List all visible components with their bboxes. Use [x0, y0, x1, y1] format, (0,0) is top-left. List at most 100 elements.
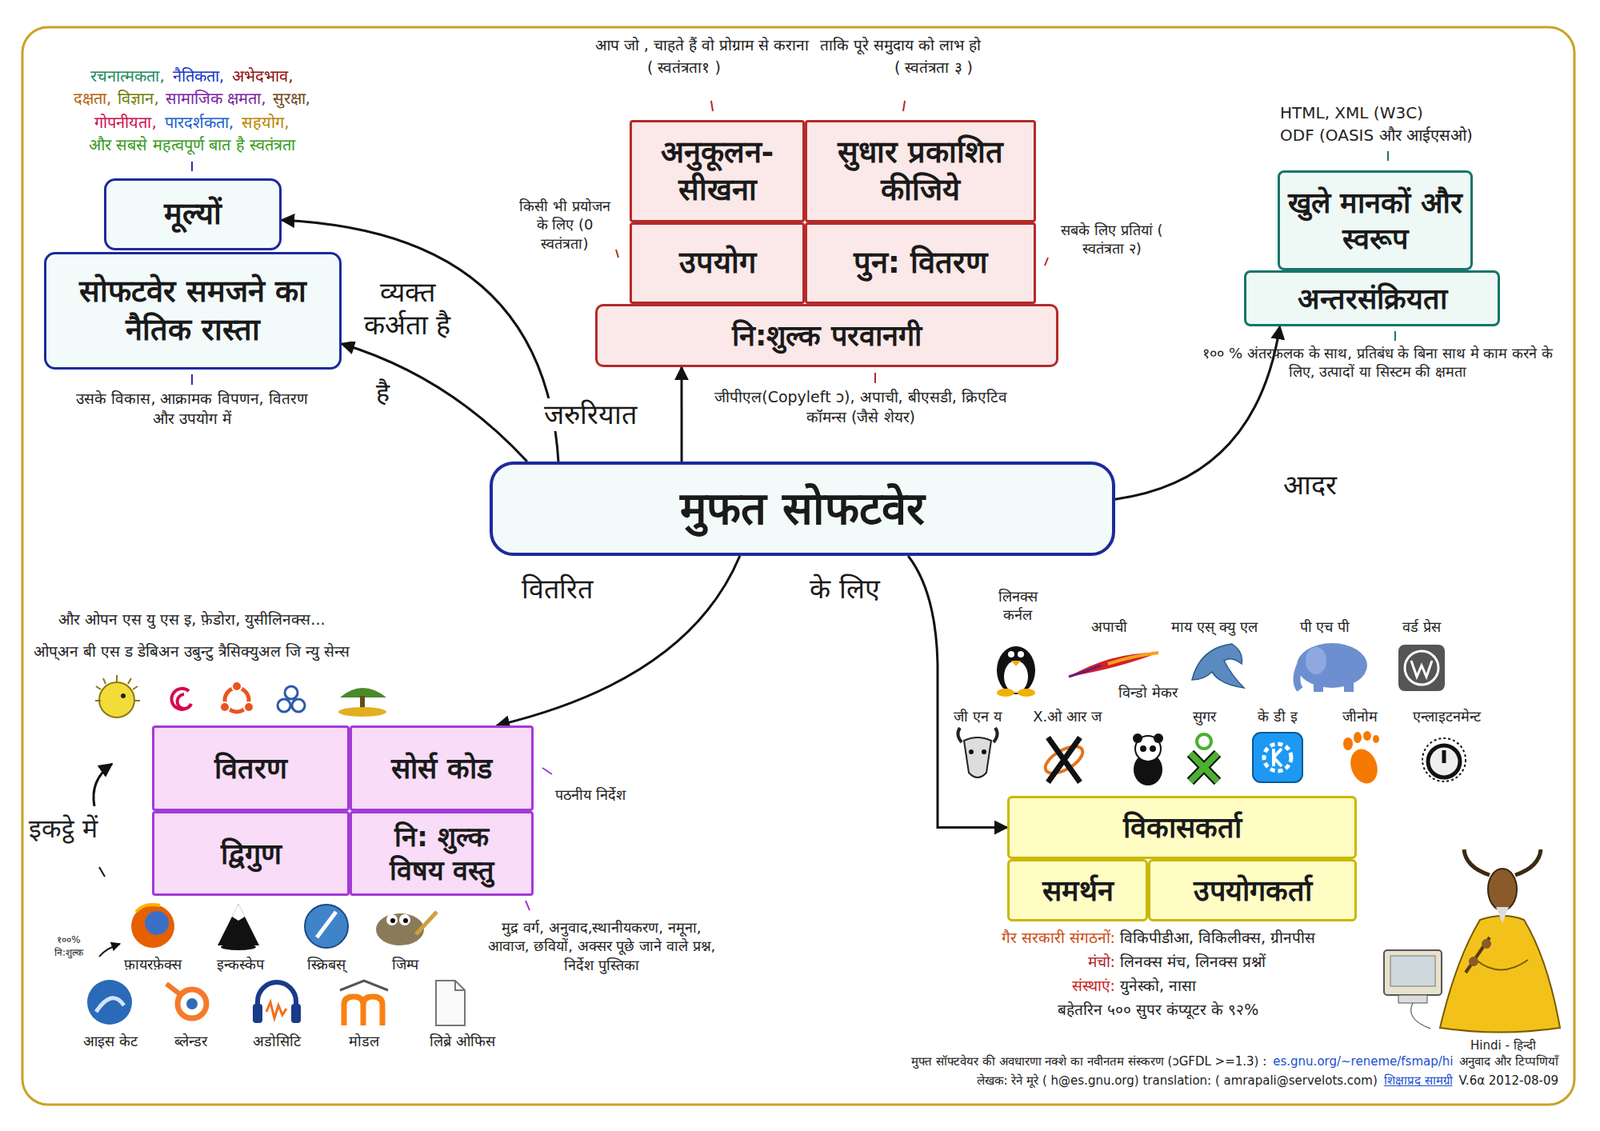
gimp-logo: [390, 918, 396, 924]
collect-arrow: [99, 867, 105, 877]
text-line: रचनात्मकता, नैतिकता, अभेदभाव,: [90, 65, 293, 87]
note-text: एन्लाइटनमेन्ट: [1412, 707, 1481, 726]
firefox-logo: [144, 911, 169, 936]
concept-box: उपयोगकर्ता: [1148, 859, 1357, 922]
note-text: रचनात्मकता,: [90, 65, 164, 87]
tux-logo: [1017, 651, 1024, 658]
note-text: पारदर्शकता,: [164, 112, 234, 133]
note-text: १००% नि:शुल्क: [42, 934, 96, 960]
trisquel-logo: [292, 699, 305, 712]
box-text: समर्थन: [1042, 872, 1114, 909]
tux-logo: [1008, 651, 1015, 658]
tux-logo: [1011, 660, 1021, 667]
text-line: लेखक: रेने मूरे ( h@es.gnu.org) translat…: [976, 1073, 1559, 1090]
trisquel-logo: [284, 686, 298, 700]
note-text: Hindi - हिन्दी: [1470, 1038, 1536, 1055]
text-line: आप जो , चाहते हैं वो प्रोग्राम से करानात…: [595, 35, 982, 56]
note-text: फ़ायरफ़ेक्स: [124, 955, 182, 974]
meditating-gnu: [1481, 939, 1492, 949]
gnome-foot: [1345, 745, 1382, 788]
note-text: इकट्ठे में: [28, 812, 98, 847]
concept-box: अनुकूलन- सीखना: [629, 120, 805, 223]
note-text: मुफ्त सॉफ्टवेयर की अवधारणा नक्शे का नवीन…: [911, 1054, 1267, 1071]
note-text: दक्षता,: [73, 88, 112, 109]
leader-tick: [874, 372, 876, 384]
leader-tick: [525, 900, 530, 911]
moodle-logo: [340, 980, 388, 1026]
note-text: जिम्प: [392, 955, 419, 974]
note-text: सहयोग,: [241, 112, 289, 133]
ubuntu-logo: [244, 702, 254, 712]
note-text: स्क्रिबस्: [307, 955, 346, 974]
mysql-dolphin: [1192, 644, 1244, 688]
note-text: युनेस्को, नासा: [1120, 976, 1196, 996]
note-text: जीपीएल(Copyleft ↄ), अपाची, बीएसडी, क्रिए…: [712, 387, 1009, 427]
leader-tick: [191, 161, 193, 172]
leader-tick: [903, 100, 905, 112]
scribus-logo: [316, 912, 336, 938]
enlightenment-logo: [1428, 745, 1460, 778]
concept-box: सुधार प्रकाशित कीजिये: [804, 120, 1036, 223]
libreoffice-logo: [436, 980, 465, 1026]
ubuntu-logo: [232, 681, 242, 692]
note-text: लिब्रे ओफिस: [429, 1032, 496, 1051]
box-text: अनुकूलन- सीखना: [641, 133, 793, 210]
gnewsense-logo: [338, 707, 387, 717]
note-text: बहेतरिन ५०० सुपर कंप्यूटर के ९२%: [1057, 1000, 1259, 1020]
note-text: गोपनीयता,: [94, 112, 156, 133]
note-text: अनुवाद और टिप्पणियाँ: [1459, 1054, 1559, 1071]
apache-feather: [1068, 652, 1159, 677]
meditating-gnu: [1390, 956, 1436, 987]
text-line: दक्षता,विज्ञान,सामाजिक क्षमता,सुरक्षा,: [73, 88, 311, 109]
leader-tick: [192, 100, 1396, 911]
inkscape-logo: [217, 904, 260, 951]
gnu-head: [981, 749, 987, 755]
debian-logo: [172, 688, 192, 710]
box-text: नि: शुल्क विषय वस्तु: [366, 820, 517, 888]
outer-frame: [22, 27, 1575, 1105]
wordpress-logo: [1404, 651, 1439, 685]
collect-arrow: [93, 764, 112, 807]
enlightenment-logo: [1422, 738, 1466, 782]
leader-tick: [1387, 151, 1389, 161]
openbsd-logo: [120, 693, 126, 699]
xorg-logo: [1040, 737, 1087, 783]
note-text: सबके लिए प्रतियां ( स्वतंत्रता २): [1059, 220, 1165, 259]
edge-label: आदर: [1280, 468, 1340, 502]
meditating-gnu: [1496, 907, 1509, 924]
sugar-logo: [1196, 734, 1212, 749]
connector-arrow: [908, 556, 1008, 828]
gimp-logo: [399, 914, 411, 926]
note-text: HTML, XML (W3C): [1280, 102, 1424, 124]
blender-logo: [166, 984, 180, 995]
enlightenment-logo: [1422, 738, 1466, 782]
scribus-logo: [304, 904, 348, 948]
gnewsense-logo: [338, 688, 387, 717]
note-text: नैतिकता,: [172, 65, 224, 87]
icecat-logo: [87, 980, 132, 1025]
inkscape-logo: [232, 904, 245, 921]
gnome-foot: [1372, 735, 1380, 744]
sugar-logo: [1190, 753, 1218, 782]
xorg-logo: [1048, 737, 1080, 783]
openbsd-logo: [99, 682, 135, 718]
meditating-gnu: [1384, 849, 1560, 1033]
note-text: अभेदभाव,: [232, 65, 293, 87]
gnome-foot: [1343, 737, 1353, 751]
note-text: V.6α 2012-08-09: [1459, 1073, 1559, 1090]
firefox-logo: [136, 904, 160, 912]
ubuntu-logo: [220, 681, 254, 712]
edge-label: के लिए: [806, 572, 884, 606]
leader-tick: [191, 374, 193, 385]
sugar-logo: [1190, 734, 1218, 782]
note-text: पठनीय निर्देश: [555, 785, 626, 804]
ubuntu-logo: [220, 702, 230, 712]
note-text: आप जो , चाहते हैं वो प्रोग्राम से कराना: [595, 35, 809, 56]
openbsd-logo: [95, 675, 140, 701]
windowmaker-panda: [1132, 733, 1164, 786]
kde-logo: [1264, 744, 1292, 772]
inkscape-logo: [220, 944, 256, 951]
apache-feather: [1108, 652, 1159, 664]
note-text: इन्कस्केप: [216, 955, 264, 974]
windowmaker-panda: [1153, 733, 1164, 744]
